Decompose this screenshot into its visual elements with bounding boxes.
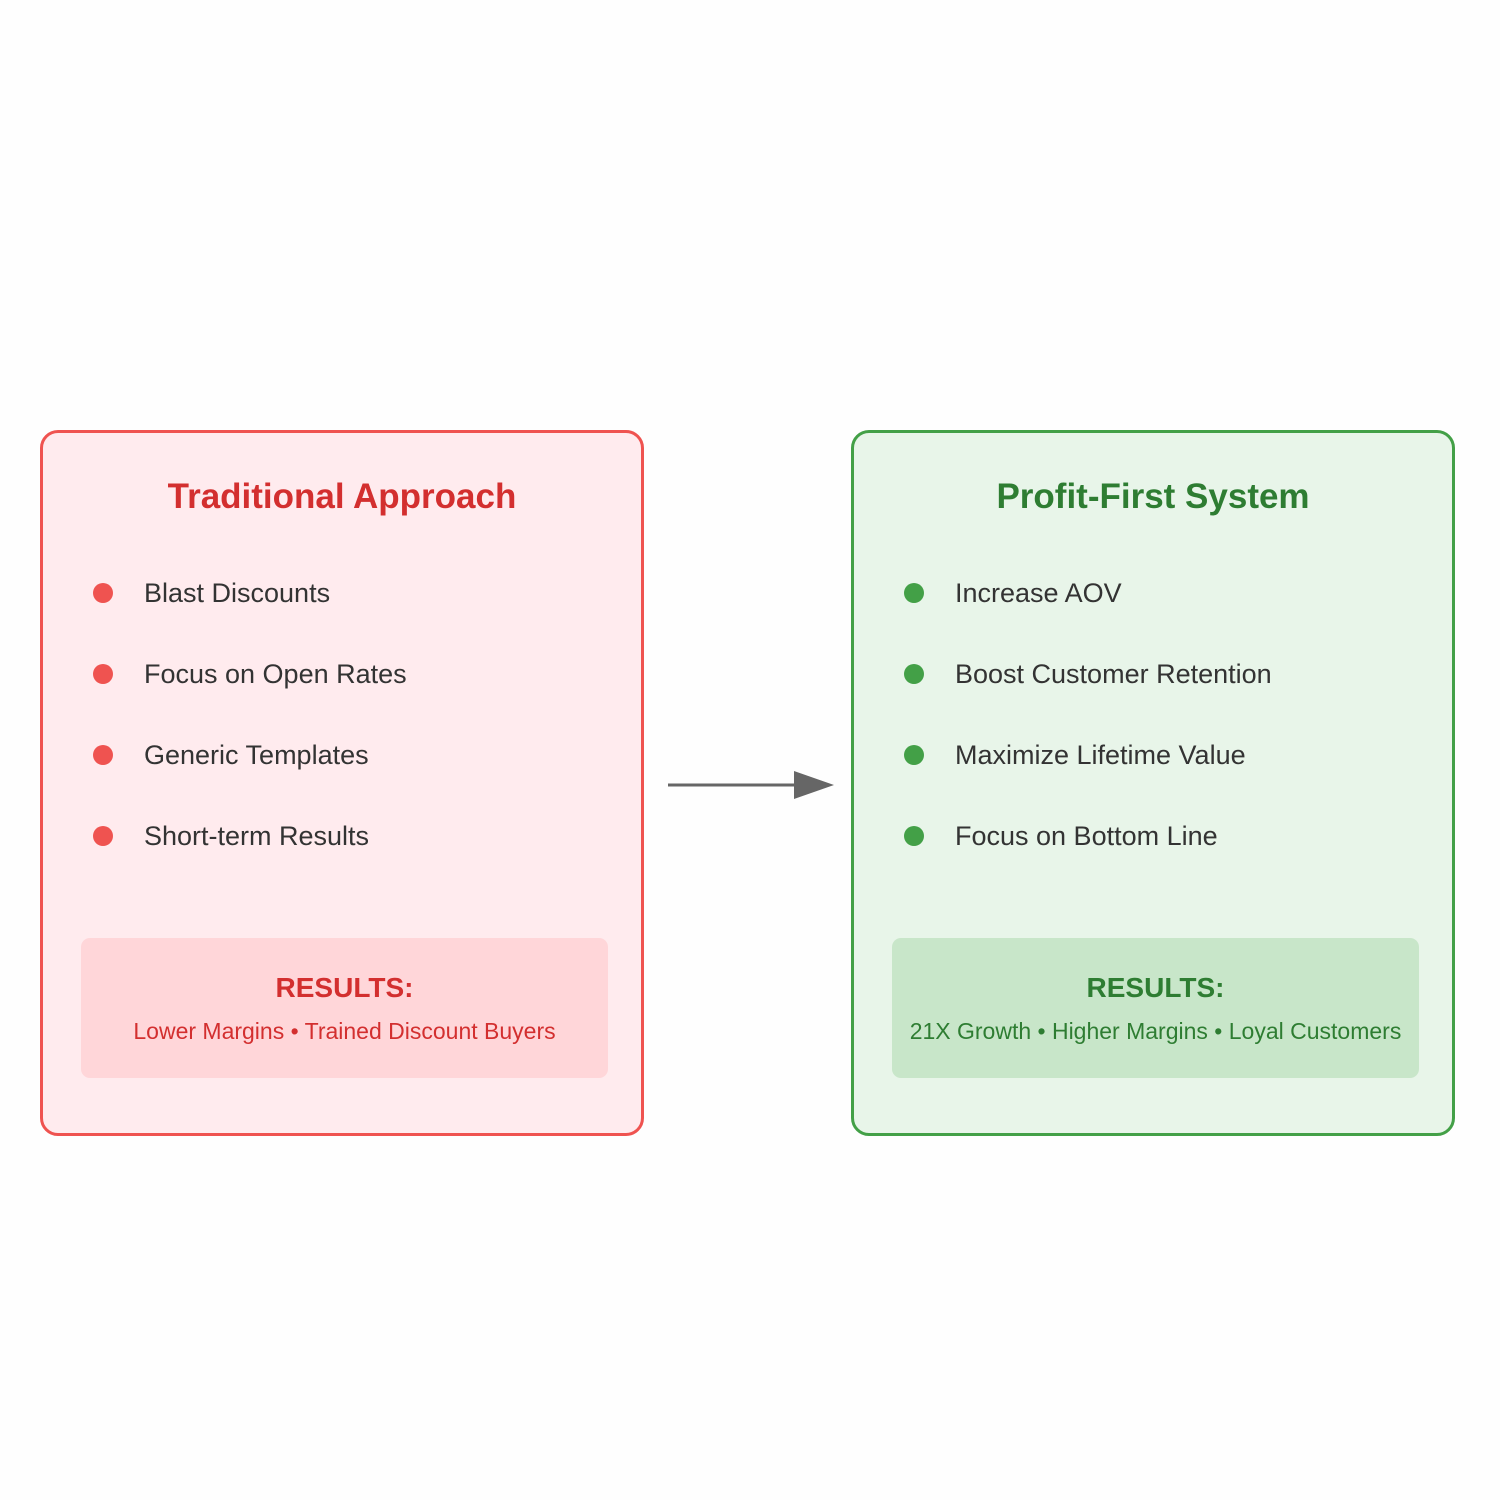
bullet-icon [93,745,113,765]
profit-first-panel: Profit-First System Increase AOV Boost C… [851,430,1455,1136]
list-item-label: Focus on Bottom Line [955,820,1218,851]
bullet-icon [904,745,924,765]
results-label: RESULTS: [1086,972,1225,1003]
list-item: Generic Templates [93,740,369,770]
bullet-icon [904,664,924,684]
list-item-label: Maximize Lifetime Value [955,739,1246,770]
results-label: RESULTS: [275,972,414,1003]
list-item-label: Short-term Results [144,820,370,851]
panel-title: Traditional Approach [167,477,517,516]
results-text: 21X Growth • Higher Margins • Loyal Cust… [909,1018,1402,1044]
results-box: RESULTS: 21X Growth • Higher Margins • L… [892,938,1419,1078]
traditional-approach-panel: Traditional Approach Blast Discounts Foc… [40,430,644,1136]
list-item-label: Generic Templates [144,739,369,770]
list-item-label: Increase AOV [955,577,1122,608]
results-box: RESULTS: Lower Margins • Trained Discoun… [81,938,608,1078]
list-item-label: Blast Discounts [144,577,331,608]
list-item: Boost Customer Retention [904,659,1272,689]
list-item: Focus on Open Rates [93,659,407,689]
results-text: Lower Margins • Trained Discount Buyers [133,1018,556,1044]
list-item-label: Focus on Open Rates [144,658,407,689]
list-item: Short-term Results [93,821,369,851]
list-item: Increase AOV [904,578,1122,608]
arrow-right-icon [668,771,834,799]
bullet-icon [93,826,113,846]
bullet-icon [904,826,924,846]
bullet-icon [93,664,113,684]
bullet-icon [93,583,113,603]
list-item: Blast Discounts [93,578,330,608]
list-item: Maximize Lifetime Value [904,740,1246,770]
bullet-icon [904,583,924,603]
list-item: Focus on Bottom Line [904,821,1218,851]
list-item-label: Boost Customer Retention [955,658,1272,689]
panel-title: Profit-First System [996,477,1310,516]
